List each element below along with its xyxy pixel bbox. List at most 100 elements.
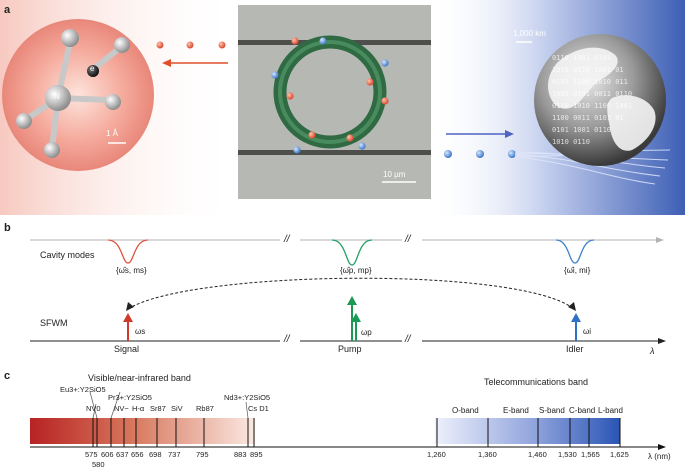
atom-sphere — [2, 19, 154, 171]
nv0-label: NV0 — [86, 404, 101, 413]
band-name-e: E-band — [503, 406, 529, 415]
axis-break: // — [284, 334, 290, 345]
red-photon — [156, 41, 164, 49]
visible-band-bar — [30, 418, 255, 444]
blue-photon — [444, 150, 452, 158]
tick-label: 580 — [92, 460, 105, 469]
electron — [87, 65, 99, 77]
eu-label: Eu3+:Y2SiO5 — [60, 385, 106, 394]
band-name-c: C-band — [569, 406, 596, 415]
pr-label: Pr3+:Y2SiO5 — [108, 393, 152, 402]
sr-label: Sr87 — [150, 404, 166, 413]
continent — [607, 95, 656, 151]
binary-row: 1010 0110 1001 01 — [552, 66, 624, 74]
pump-mode-label: {ω̂p, mp} — [340, 266, 372, 275]
ha-label: H-α — [132, 404, 145, 413]
axis-break: // — [405, 334, 411, 345]
continent — [548, 47, 618, 109]
wavelength-unit: λ (nm) — [648, 452, 671, 461]
tick-label: 1,260 — [427, 450, 446, 459]
binary-row: 0110 1010 1100 1001 — [552, 102, 633, 110]
band-name-s: S-band — [539, 406, 565, 415]
pump-label: Pump — [338, 344, 362, 354]
tick-label: 1,460 — [528, 450, 547, 459]
cs-label: Cs D1 — [248, 404, 269, 413]
red-arrowhead — [162, 59, 171, 67]
signal-mode-label: {ω̂s, ms} — [116, 266, 147, 275]
bottom-waveguide — [238, 150, 431, 155]
micro-ring-highlight — [278, 40, 382, 144]
tick-label: 1,625 — [610, 450, 629, 459]
visible-band-title: Visible/near-infrared band — [88, 373, 191, 383]
pump-arrowhead-1 — [347, 296, 357, 305]
binary-row: 0110 1001 0101 — [552, 54, 612, 62]
tick-label: 883 — [234, 450, 247, 459]
nd-label: Nd3+:Y2SiO5 — [224, 393, 271, 402]
telecom-band-title: Telecommunications band — [484, 377, 589, 387]
dashed-arrowhead-left — [126, 302, 134, 311]
tick-label: 575 — [85, 450, 98, 459]
band-name-o: O-band — [452, 406, 479, 415]
sfwm-label: SFWM — [40, 318, 68, 328]
dashed-arrowhead-right — [568, 302, 576, 311]
tick-label: 1,360 — [478, 450, 497, 459]
omega-i-label: ωi — [583, 327, 592, 336]
atom-scale-label: 1 Å — [106, 129, 119, 138]
band-name-l: L-band — [598, 406, 623, 415]
signal-arrowhead — [123, 313, 133, 322]
nvm-label: NV− — [114, 404, 129, 413]
electron-label: e — [90, 64, 95, 73]
binary-row: 0101 1100 1010 011 — [552, 78, 628, 86]
cavity-modes-label: Cavity modes — [40, 250, 95, 260]
signal-mode-dip — [107, 239, 149, 264]
nucleus-label: N — [54, 92, 60, 101]
panel-label-b: b — [4, 222, 11, 234]
pump-mode-dip — [331, 239, 373, 266]
wavelength-axis-arrowhead — [658, 444, 666, 450]
telecom-band-bar — [435, 418, 620, 444]
blue-arrowhead — [505, 130, 514, 138]
dashed-arrow — [127, 277, 575, 310]
signal-label: Signal — [114, 344, 140, 354]
tick-label: 1,565 — [581, 450, 600, 459]
tick-label: 737 — [168, 450, 181, 459]
globe-scale-label: 1,000 km — [513, 29, 546, 38]
visible-tick-lines — [92, 418, 255, 447]
tick-label: 895 — [250, 450, 263, 459]
tick-label: 1,530 — [558, 450, 577, 459]
binary-row: 0101 1001 0110 — [552, 126, 612, 134]
hydrogen-atom — [61, 29, 79, 47]
ring-photons — [271, 37, 389, 154]
hydrogen-atom — [105, 94, 121, 110]
binary-row: 1010 0110 — [552, 138, 590, 146]
cavity-arrowhead — [656, 237, 664, 243]
hydrogen-atom — [114, 37, 130, 53]
binary-row: 1100 0011 0101 01 — [552, 114, 624, 122]
omega-p-label: ωp — [361, 328, 372, 337]
binary-row: 1001 0101 0011 0110 — [552, 90, 633, 98]
nitrogen-atom — [45, 85, 71, 111]
red-photon — [186, 41, 194, 49]
telecom-tick-lines — [436, 418, 621, 447]
idler-mode-label: {ω̂i, mi} — [564, 266, 591, 275]
idler-mode-dip — [555, 239, 595, 264]
panel-label-c: c — [4, 370, 11, 382]
red-photon — [218, 41, 226, 49]
label-connectors — [89, 391, 249, 419]
tick-label: 637 — [116, 450, 129, 459]
axis-break: // — [284, 234, 290, 245]
panel-label-a: a — [4, 4, 11, 16]
hydrogen-atom — [44, 142, 60, 158]
globe-binary: 0110 1001 0101 1010 0110 1001 01 0101 11… — [552, 52, 648, 152]
rb-label: Rb87 — [196, 404, 214, 413]
blue-photon — [508, 150, 516, 158]
idler-label: Idler — [566, 344, 584, 354]
siv-label: SiV — [171, 404, 183, 413]
idler-arrowhead — [571, 313, 581, 322]
hydrogen-atom — [16, 113, 32, 129]
ring-scale-label: 10 µm — [383, 170, 406, 179]
tick-label: 795 — [196, 450, 209, 459]
axis-break: // — [405, 234, 411, 245]
